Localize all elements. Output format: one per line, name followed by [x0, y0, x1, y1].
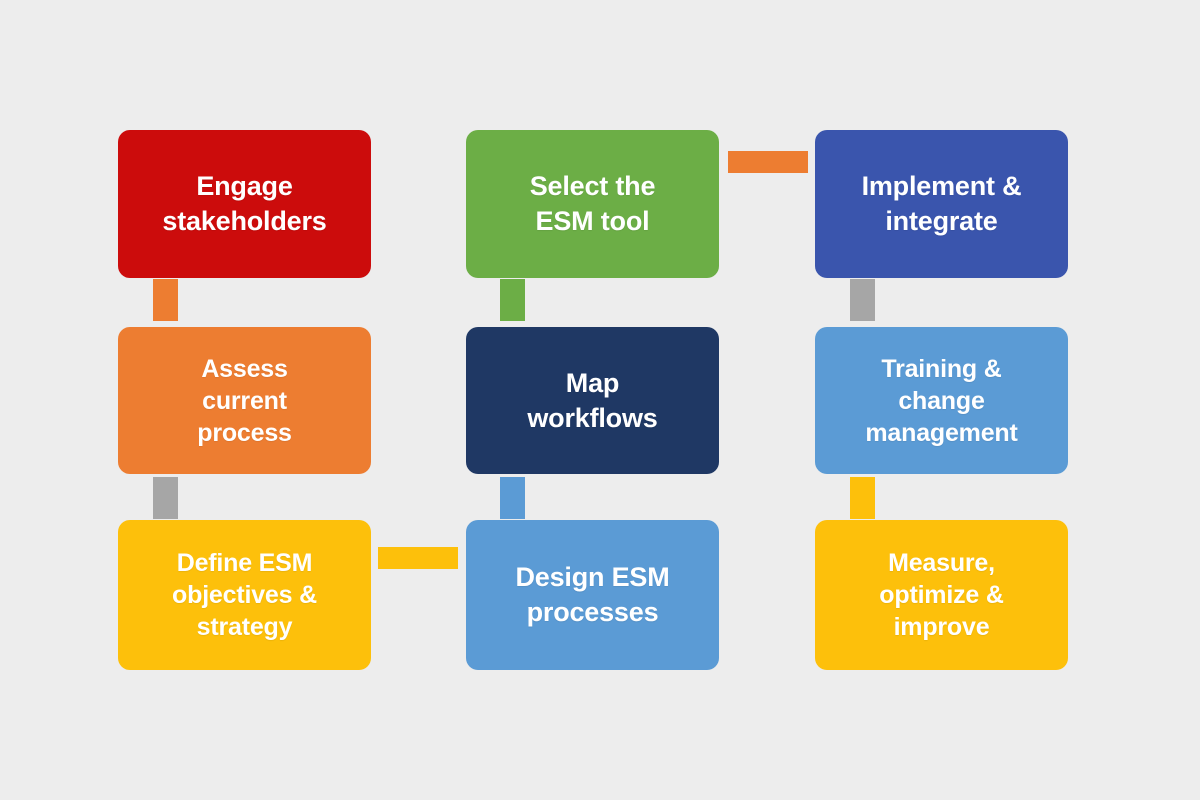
node-label: Training & change management	[865, 354, 1018, 447]
connector-select-to-implement	[728, 151, 808, 173]
node-label: Measure, optimize & improve	[879, 549, 1004, 641]
node-define-esm-objectives-strategy[interactable]: Define ESM objectives & strategy	[118, 520, 371, 670]
node-design-esm-processes[interactable]: Design ESM processes	[466, 520, 719, 670]
node-label: Design ESM processes	[515, 562, 670, 627]
node-measure-optimize-improve[interactable]: Measure, optimize & improve	[815, 520, 1068, 670]
node-assess-current-process[interactable]: Assess current process	[118, 327, 371, 474]
node-label: Map workflows	[527, 367, 658, 433]
node-label: Assess current process	[197, 354, 292, 447]
node-implement-integrate[interactable]: Implement & integrate	[815, 130, 1068, 278]
connector-select-to-map	[500, 279, 525, 321]
connector-map-to-design	[500, 477, 525, 519]
connector-define-to-design	[378, 547, 458, 569]
connector-training-to-measure	[850, 477, 875, 519]
node-label: Define ESM objectives & strategy	[172, 549, 317, 641]
connector-assess-to-define	[153, 477, 178, 519]
connector-engage-to-assess	[153, 279, 178, 321]
node-engage-stakeholders[interactable]: Engage stakeholders	[118, 130, 371, 278]
node-select-esm-tool[interactable]: Select the ESM tool	[466, 130, 719, 278]
node-training-change-management[interactable]: Training & change management	[815, 327, 1068, 474]
node-map-workflows[interactable]: Map workflows	[466, 327, 719, 474]
node-label: Implement & integrate	[861, 171, 1022, 236]
connector-implement-to-training	[850, 279, 875, 321]
node-label: Select the ESM tool	[529, 171, 656, 236]
node-label: Engage stakeholders	[162, 171, 327, 236]
